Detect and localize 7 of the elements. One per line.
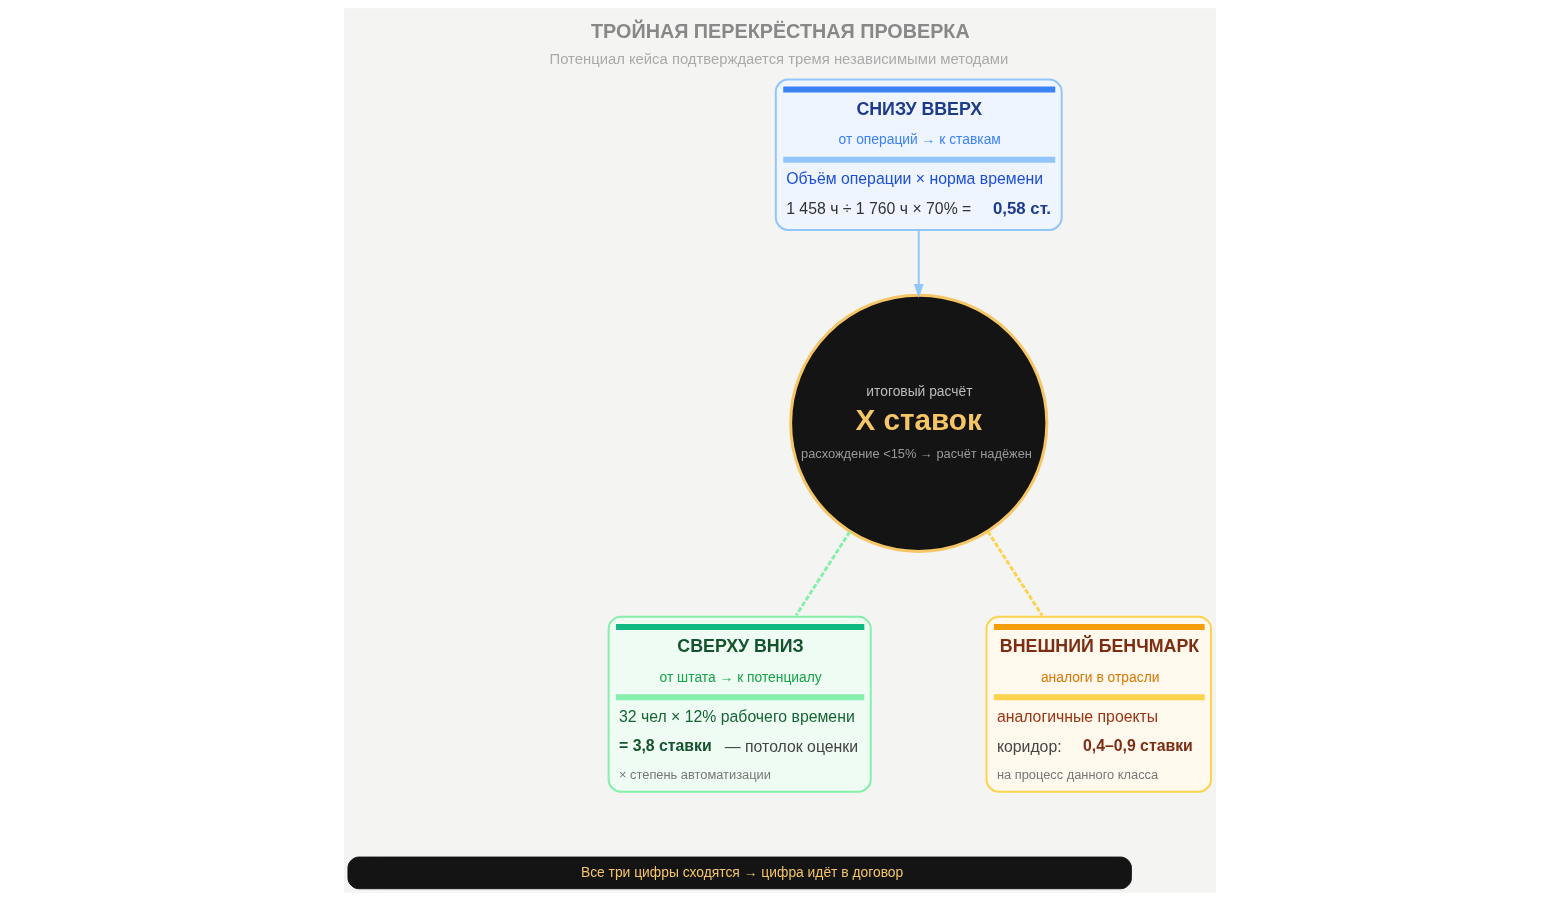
node-box: Все три цифры сходятся → цифра идёт в договор [347, 856, 1132, 890]
connector [794, 530, 851, 617]
caption: Потенциал кейса подтверждается тремя независимыми методами [549, 51, 1009, 68]
arrow [913, 230, 924, 298]
node-circle: итоговый расчёт X ставок расхождение <15% → расчёт надёжен [789, 293, 1049, 553]
connector [986, 530, 1044, 617]
diagram-title: ТРОЙНАЯ ПЕРЕКРЁСТНАЯ ПРОВЕРКА [591, 19, 970, 42]
